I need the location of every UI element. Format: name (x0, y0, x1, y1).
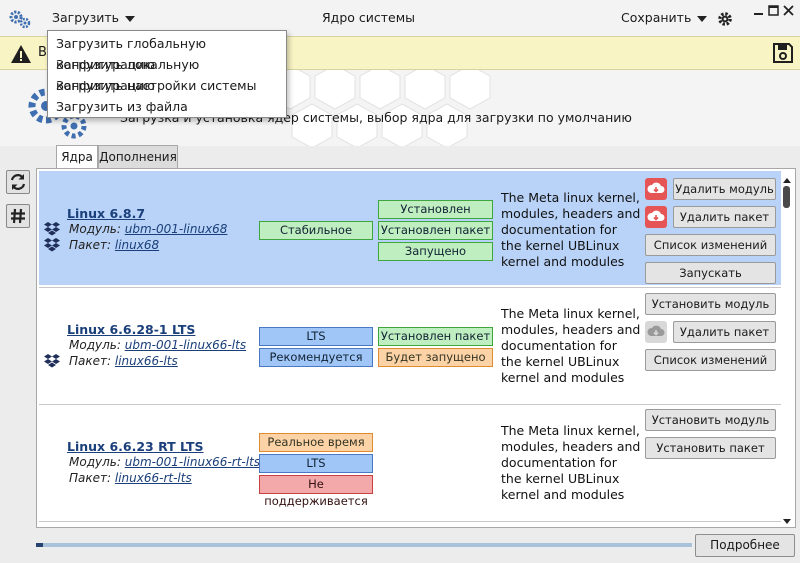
status-badge: Установлен пакет (378, 327, 493, 346)
maximize-icon[interactable] (768, 5, 779, 16)
package-label: Пакет: (69, 238, 112, 252)
status-badge: Будет запущено (378, 348, 493, 367)
dropbox-icon (44, 354, 60, 368)
package-link[interactable]: linux68 (114, 238, 160, 252)
status-badge: Установлен модуль (378, 200, 493, 233)
info-message: В (38, 45, 47, 60)
refresh-button[interactable] (6, 170, 30, 194)
menu-item-load-from-file[interactable]: Загрузить из файла (56, 99, 188, 114)
package-label: Пакет: (69, 471, 112, 485)
remove-package-button[interactable]: Удалить пакет (673, 321, 776, 343)
progress-fill (36, 543, 43, 547)
module-link[interactable]: ubm-001-linux66-rt-lts (124, 455, 261, 469)
save-menu-label: Сохранить (621, 10, 692, 25)
chevron-down-icon (125, 15, 135, 22)
boot-button[interactable]: Запускать (645, 262, 776, 284)
row-divider (39, 521, 781, 522)
load-menu-label: Загрузить (52, 10, 119, 25)
kernel-row[interactable]: Linux 6.6.23 RT LTS Модуль: ubm-001-linu… (39, 405, 781, 521)
tag-badge: Рекомендуется (259, 348, 373, 367)
load-dropdown-menu: Загрузить глобальную конфигурацию Загруз… (47, 30, 287, 118)
kernel-description: The Meta linux kernel, modules, headers … (501, 306, 641, 385)
scroll-up-arrow-icon (783, 178, 791, 183)
kernel-package-line: Пакет: linux68 (69, 238, 159, 252)
tag-badge: LTS (259, 327, 373, 346)
tag-badge: Реальное время (259, 433, 373, 452)
remove-package-button[interactable]: Удалить пакет (673, 206, 776, 228)
cloud-icon (645, 321, 667, 343)
hash-button[interactable] (6, 204, 30, 228)
module-link[interactable]: ubm-001-linux68 (124, 222, 228, 236)
minimize-icon[interactable] (753, 5, 764, 16)
warning-icon (11, 45, 31, 63)
scroll-down-arrow-icon (783, 519, 791, 524)
menu-item-load-system-settings[interactable]: Загрузить настройки системы (56, 78, 257, 93)
kernel-description: The Meta linux kernel, modules, headers … (501, 190, 641, 269)
scrollbar-thumb (783, 186, 790, 208)
install-package-button[interactable]: Установить пакет (645, 437, 776, 459)
kernel-package-line: Пакет: linux66-rt-lts (69, 471, 192, 485)
package-link[interactable]: linux66-lts (114, 354, 178, 368)
load-menu-button[interactable]: Загрузить (52, 10, 135, 25)
menu-item-load-global-config[interactable]: Загрузить глобальную конфигурацию (56, 36, 206, 72)
row-divider (39, 287, 781, 288)
row-divider (39, 404, 781, 405)
chevron-down-icon (697, 15, 708, 22)
module-label: Модуль: (69, 222, 121, 236)
kernel-name-link[interactable]: Linux 6.6.28-1 LTS (67, 322, 196, 337)
gear-icon[interactable] (717, 11, 733, 27)
progress-bar (36, 543, 692, 547)
kernel-row[interactable]: Linux 6.6.28-1 LTS Модуль: ubm-001-linux… (39, 288, 781, 404)
save-menu-button[interactable]: Сохранить (621, 10, 708, 25)
save-floppy-icon[interactable] (772, 42, 794, 64)
kernel-module-line: Модуль: ubm-001-linux66-lts (69, 338, 246, 352)
package-label: Пакет: (69, 354, 112, 368)
kernel-module-line: Модуль: ubm-001-linux66-rt-lts (69, 455, 260, 469)
dropbox-icon (44, 238, 60, 252)
hash-icon (11, 208, 25, 224)
kernel-row[interactable]: Linux 6.8.7 Модуль: ubm-001-linux68 Паке… (39, 171, 781, 285)
kernel-description: The Meta linux kernel, modules, headers … (501, 423, 641, 502)
menu-item-load-local-config[interactable]: Загрузить локальную конфигурацию (56, 57, 200, 93)
changelog-button[interactable]: Список изменений (645, 349, 776, 371)
tab-addons[interactable]: Дополнения (98, 145, 178, 169)
module-label: Модуль: (69, 338, 121, 352)
status-badge: Установлен пакет (378, 221, 493, 240)
tag-badge: Не поддерживается (259, 475, 373, 508)
cloud-download-icon (645, 206, 667, 228)
kernel-module-line: Модуль: ubm-001-linux68 (69, 222, 227, 236)
changelog-button[interactable]: Список изменений (645, 234, 776, 256)
refresh-icon (10, 174, 26, 190)
gears-app-icon (9, 10, 31, 29)
details-button[interactable]: Подробнее (695, 534, 795, 557)
status-badge: Запущено (378, 242, 493, 261)
close-icon[interactable] (783, 5, 794, 16)
kernel-package-line: Пакет: linux66-lts (69, 354, 178, 368)
vertical-scrollbar[interactable] (780, 176, 794, 528)
module-link[interactable]: ubm-001-linux66-lts (124, 338, 247, 352)
kernel-name-link[interactable]: Linux 6.6.23 RT LTS (67, 439, 204, 454)
tag-badge: Стабильное (259, 221, 373, 240)
kernel-name-link[interactable]: Linux 6.8.7 (67, 206, 146, 221)
package-link[interactable]: linux66-rt-lts (114, 471, 192, 485)
install-module-button[interactable]: Установить модуль (645, 293, 776, 315)
module-label: Модуль: (69, 455, 121, 469)
install-module-button[interactable]: Установить модуль (645, 409, 776, 431)
remove-module-button[interactable]: Удалить модуль (673, 178, 776, 200)
hexagon-pattern-decoration (269, 70, 491, 146)
window-title: Ядро системы (322, 10, 416, 25)
kernel-list: Linux 6.8.7 Модуль: ubm-001-linux68 Паке… (36, 168, 796, 528)
cloud-download-icon (645, 178, 667, 200)
dropbox-icon (44, 222, 60, 236)
tab-kernels[interactable]: Ядра (56, 145, 98, 170)
tag-badge: LTS (259, 454, 373, 473)
